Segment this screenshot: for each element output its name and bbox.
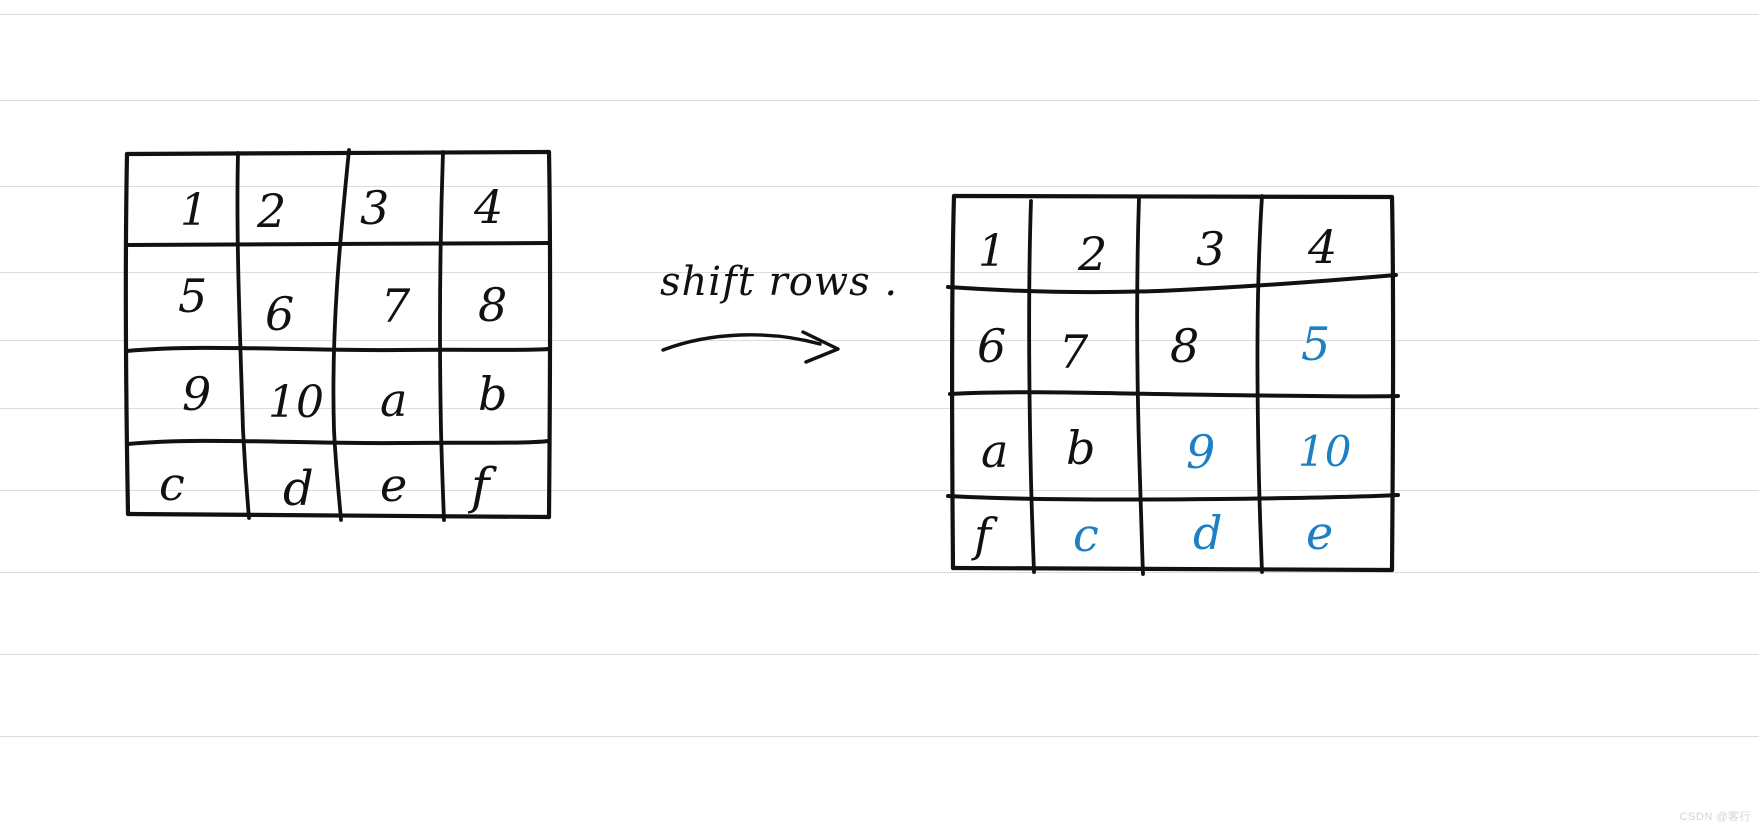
right-table-grid <box>946 193 1400 576</box>
rule-line <box>0 186 1759 187</box>
right-cell-r3c2: d <box>1193 506 1222 560</box>
right-cell-r1c0: 6 <box>977 319 1006 373</box>
right-cell-r3c0: f <box>971 508 998 562</box>
left-table-cells: 1 2 3 4 5 6 7 8 9 10 a b c d e f <box>159 180 507 517</box>
left-cell-r2c1: 10 <box>268 377 324 428</box>
left-table-grid <box>123 148 553 522</box>
left-cell-r2c0: 9 <box>182 367 211 421</box>
left-cell-r0c0: 1 <box>180 185 208 236</box>
left-cell-r0c1: 2 <box>256 184 286 238</box>
rule-line <box>0 14 1759 15</box>
arrow-shaft <box>661 333 822 352</box>
right-cell-r2c2: 9 <box>1186 425 1215 479</box>
left-cell-r1c2: 7 <box>381 279 411 333</box>
rule-line <box>0 100 1759 101</box>
rule-line <box>0 654 1759 655</box>
rule-line <box>0 340 1759 341</box>
rule-line <box>0 408 1759 409</box>
right-cell-r2c0: a <box>981 424 1008 478</box>
left-cell-r3c3: f <box>467 457 497 515</box>
arrow-head-icon <box>801 330 840 364</box>
rule-line <box>0 736 1759 737</box>
left-cell-r1c1: 6 <box>265 287 294 341</box>
right-cell-r1c3: 5 <box>1301 317 1330 371</box>
right-cell-r2c3: 10 <box>1298 427 1351 476</box>
right-cell-r3c1: c <box>1073 508 1099 562</box>
left-cell-r3c2: e <box>380 458 407 512</box>
rule-line <box>0 272 1759 273</box>
right-cell-r0c3: 4 <box>1307 220 1337 274</box>
operation-label: shift rows . <box>660 259 898 305</box>
right-cell-r2c1: b <box>1066 421 1095 475</box>
shift-rows-annotation: shift rows . <box>660 259 898 364</box>
rule-line <box>0 490 1759 491</box>
left-cell-r3c1: d <box>283 461 314 517</box>
right-cell-r1c2: 8 <box>1170 319 1199 373</box>
right-cell-r3c3: e <box>1306 506 1333 560</box>
right-cell-r0c2: 3 <box>1196 222 1225 276</box>
left-cell-r2c3: b <box>478 367 507 421</box>
rule-line <box>0 572 1759 573</box>
watermark: CSDN @客行 <box>1679 811 1751 823</box>
left-cell-r2c2: a <box>380 373 407 427</box>
left-cell-r1c0: 5 <box>178 269 207 323</box>
left-cell-r0c3: 4 <box>473 180 503 234</box>
right-cell-r1c1: 7 <box>1059 325 1089 379</box>
right-cell-r0c0: 1 <box>978 226 1006 277</box>
left-cell-r3c0: c <box>159 457 185 511</box>
left-cell-r1c3: 8 <box>478 278 507 332</box>
left-cell-r0c2: 3 <box>360 181 389 235</box>
